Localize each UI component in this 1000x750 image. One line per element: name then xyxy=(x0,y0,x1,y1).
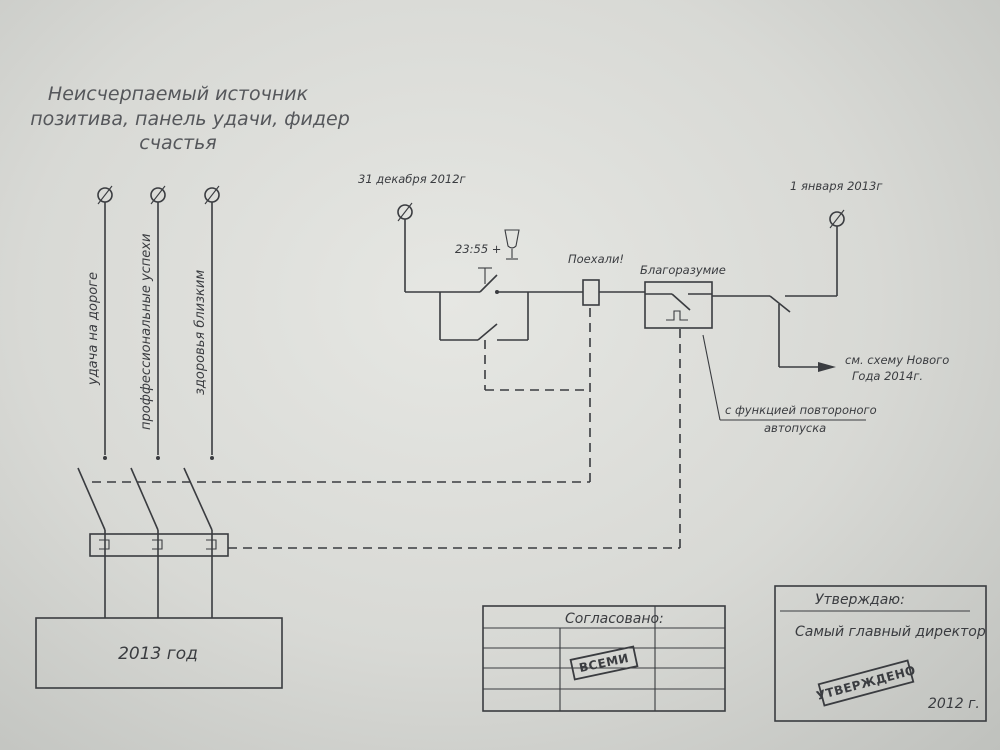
thermal-trip-block xyxy=(89,533,229,557)
end-date: 1 января 2013г xyxy=(790,179,883,193)
relay-coil xyxy=(582,279,600,306)
agreed-stamp: ВСЕМИ xyxy=(569,645,639,681)
timer-block xyxy=(644,281,713,329)
title-line-2: позитива, панель удачи, фидер xyxy=(30,108,350,130)
approved-person: Самый главный директор xyxy=(795,624,986,640)
agreed-table xyxy=(482,605,726,712)
year-box xyxy=(35,617,283,689)
agreed-stamp-text: ВСЕМИ xyxy=(578,651,630,675)
ref-note-line-2: Года 2014г. xyxy=(852,369,923,383)
approved-stamp-text: УТВЕРЖДЕНО xyxy=(815,663,918,703)
ref-note-line-1: см. схему Нового xyxy=(845,353,949,367)
autostart-note-line-1: с функцией повтороного xyxy=(725,403,877,417)
agreed-header: Согласовано: xyxy=(565,611,664,627)
block-label: Благоразумие xyxy=(640,263,726,277)
dashed-link-lines xyxy=(92,305,681,549)
time-label: 23:55 + xyxy=(455,242,501,256)
terminal-2 xyxy=(150,185,166,205)
feeder-label-1: удача на дороге xyxy=(86,272,101,386)
approved-stamp: УТВЕРЖДЕНО xyxy=(815,659,918,707)
title-line-1: Неисчерпаемый источник xyxy=(48,83,309,105)
start-terminal xyxy=(397,202,413,222)
approved-year: 2012 г. xyxy=(928,696,980,712)
three-pole-switch xyxy=(77,467,213,618)
branch-contact xyxy=(769,295,837,372)
feeder-label-3: здоровья близким xyxy=(193,270,208,395)
start-date: 31 декабря 2012г xyxy=(358,172,467,186)
title-line-3: счастья xyxy=(139,132,216,154)
autostart-leader xyxy=(702,334,866,421)
feeder-label-2: проффессиональные успехи xyxy=(139,234,154,430)
diagram-title: Неисчерпаемый источник позитива, панель … xyxy=(30,83,350,154)
end-terminal xyxy=(829,209,845,229)
autostart-note-line-2: автопуска xyxy=(764,421,826,435)
holding-contact xyxy=(439,292,529,341)
approval-box xyxy=(774,585,987,722)
approved-header: Утверждаю: xyxy=(815,592,905,608)
relay-label: Поехали! xyxy=(568,252,624,266)
pushbutton-contact xyxy=(440,267,528,294)
year-box-label: 2013 год xyxy=(118,644,198,664)
terminal-1 xyxy=(97,185,113,205)
glass-icon xyxy=(504,229,520,260)
terminal-3 xyxy=(204,185,220,205)
